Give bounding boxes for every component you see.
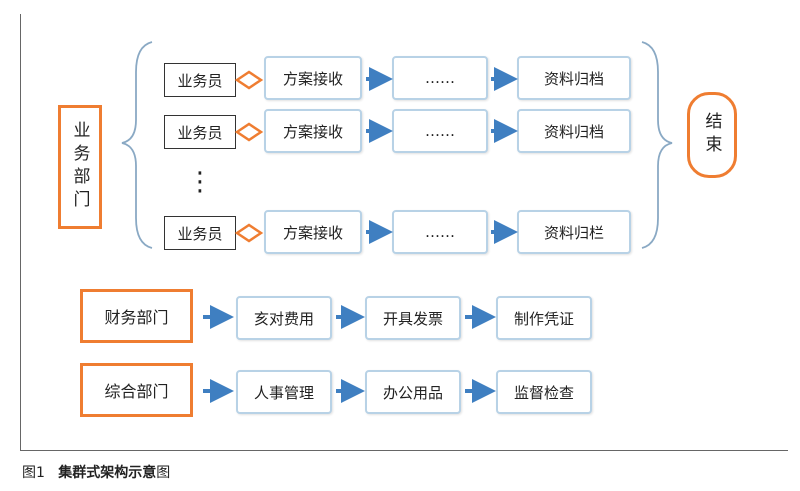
ellipsis-box-2: …… <box>392 109 488 153</box>
archive-box-2: 资料归档 <box>517 109 631 153</box>
frame-bottom-border <box>20 450 788 451</box>
general-dept-box: 综合部门 <box>80 363 193 417</box>
plan-receive-box-3: 方案接收 <box>264 210 362 254</box>
plan-receive-box-1: 方案接收 <box>264 56 362 100</box>
vertical-ellipsis: ⋮ <box>187 167 213 197</box>
figure-caption: 图1 集群式架构示意图 <box>22 462 170 482</box>
finance-step-2: 开具发票 <box>365 296 461 340</box>
right-brace <box>641 41 673 249</box>
finance-step-3: 制作凭证 <box>496 296 592 340</box>
finance-step-1: 亥对费用 <box>236 296 332 340</box>
salesperson-box-3: 业务员 <box>164 216 236 250</box>
salesperson-box-1: 业务员 <box>164 63 236 97</box>
general-step-3: 监督检查 <box>496 370 592 414</box>
ellipsis-box-1: …… <box>392 56 488 100</box>
general-step-1: 人事管理 <box>236 370 332 414</box>
archive-box-1: 资料归档 <box>517 56 631 100</box>
caption-suffix: 图 <box>156 465 171 481</box>
finance-dept-box: 财务部门 <box>80 289 193 343</box>
plan-receive-box-2: 方案接收 <box>264 109 362 153</box>
caption-prefix: 图1 <box>22 465 45 481</box>
salesperson-box-2: 业务员 <box>164 115 236 149</box>
left-brace <box>121 41 153 249</box>
caption-title: 集群式架构示意 <box>58 465 157 481</box>
business-dept-box: 业务部门 <box>58 105 102 229</box>
general-step-2: 办公用品 <box>365 370 461 414</box>
diamond-connector-1 <box>234 70 264 90</box>
ellipsis-box-3: …… <box>392 210 488 254</box>
archive-box-3: 资料归栏 <box>517 210 631 254</box>
diamond-connector-2 <box>234 122 264 142</box>
frame-left-border <box>20 14 21 450</box>
diamond-connector-3 <box>234 223 264 243</box>
end-box: 结束 <box>687 92 737 178</box>
